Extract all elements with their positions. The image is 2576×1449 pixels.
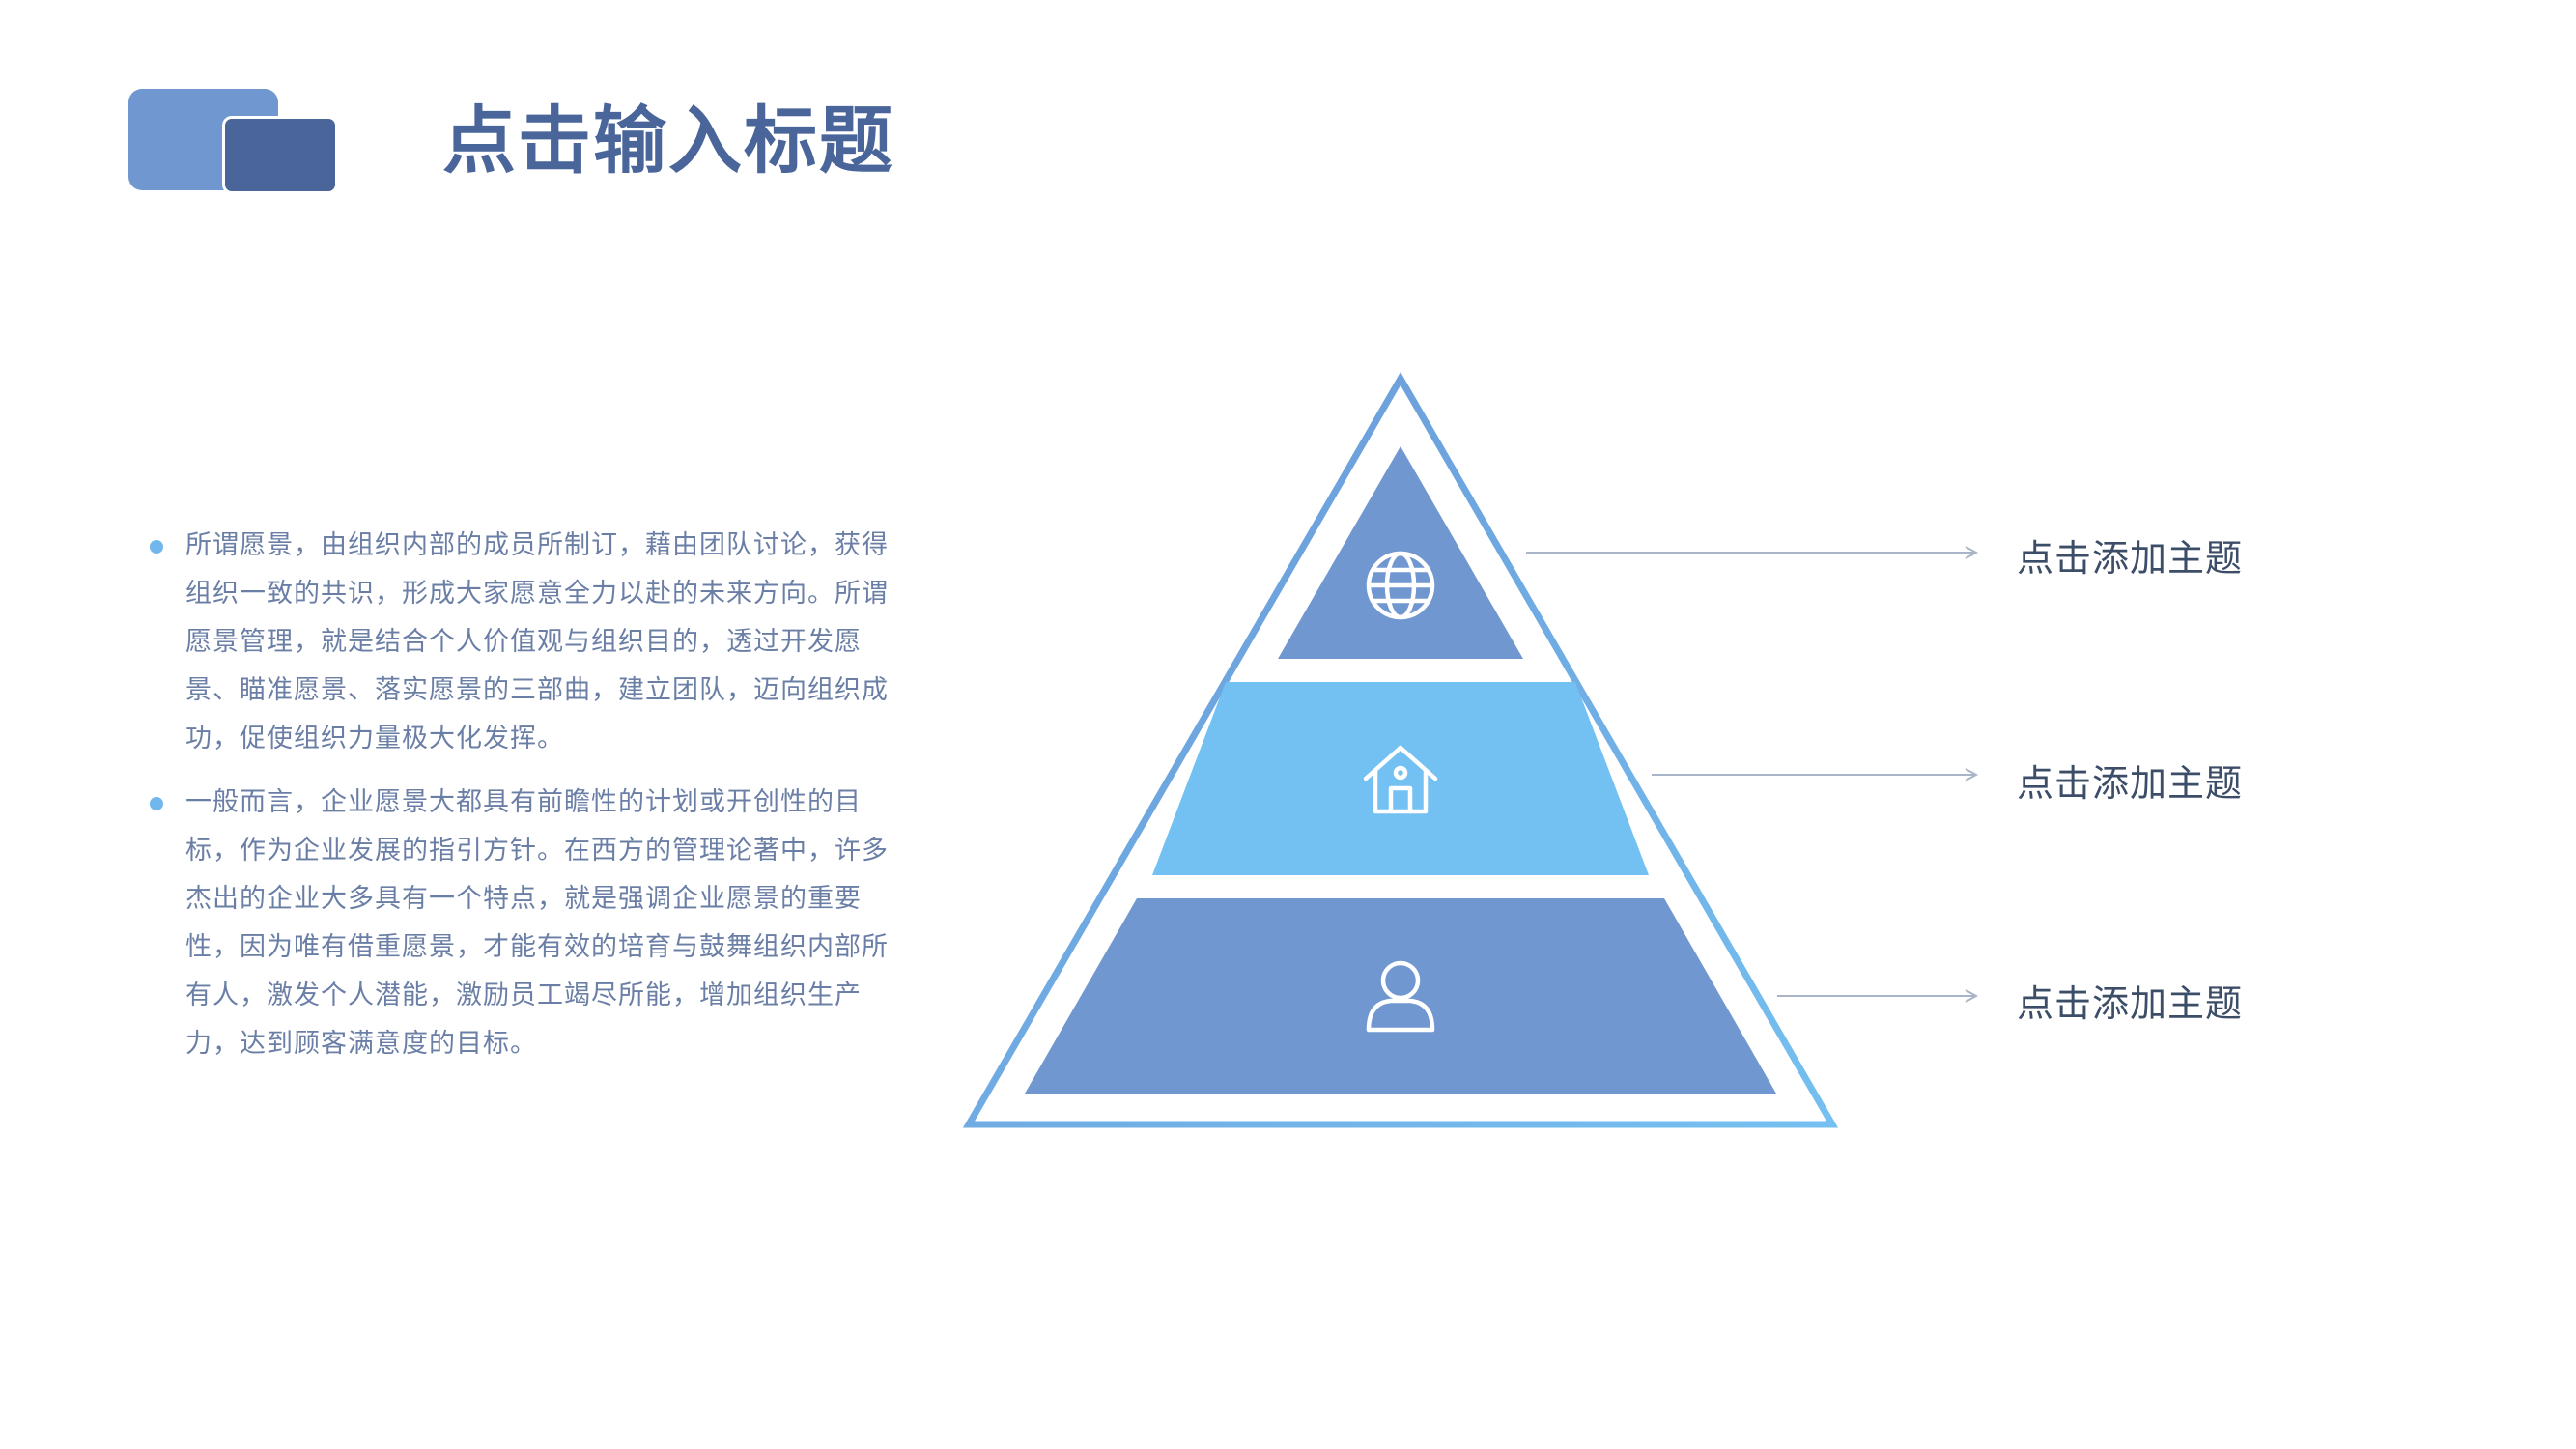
bullet-paragraph[interactable]: 一般而言，企业愿景大都具有前瞻性的计划或开创性的目标，作为企业发展的指引方针。在… <box>145 779 898 1068</box>
house-icon <box>1363 745 1438 814</box>
logo-mark <box>128 89 338 194</box>
bullet-dot-icon <box>150 797 163 810</box>
logo-front-square <box>222 116 338 194</box>
topic-label-top[interactable]: 点击添加主题 <box>2017 537 2244 580</box>
topic-label-bottom[interactable]: 点击添加主题 <box>2017 982 2244 1025</box>
paragraph-text: 一般而言，企业愿景大都具有前瞻性的计划或开创性的目标，作为企业发展的指引方针。在… <box>185 787 889 1059</box>
body-text: 所谓愿景，由组织内部的成员所制订，藉由团队讨论，获得组织一致的共识，形成大家愿意… <box>145 522 898 1084</box>
page-title[interactable]: 点击输入标题 <box>442 98 894 184</box>
bullet-paragraph[interactable]: 所谓愿景，由组织内部的成员所制订，藉由团队讨论，获得组织一致的共识，形成大家愿意… <box>145 522 898 763</box>
globe-icon <box>1366 551 1435 620</box>
bullet-dot-icon <box>150 540 163 554</box>
paragraph-text: 所谓愿景，由组织内部的成员所制订，藉由团队讨论，获得组织一致的共识，形成大家愿意… <box>185 530 889 753</box>
pyramid-outline <box>962 372 1839 1128</box>
topic-label-middle[interactable]: 点击添加主题 <box>2017 762 2244 805</box>
user-icon <box>1366 960 1435 1033</box>
